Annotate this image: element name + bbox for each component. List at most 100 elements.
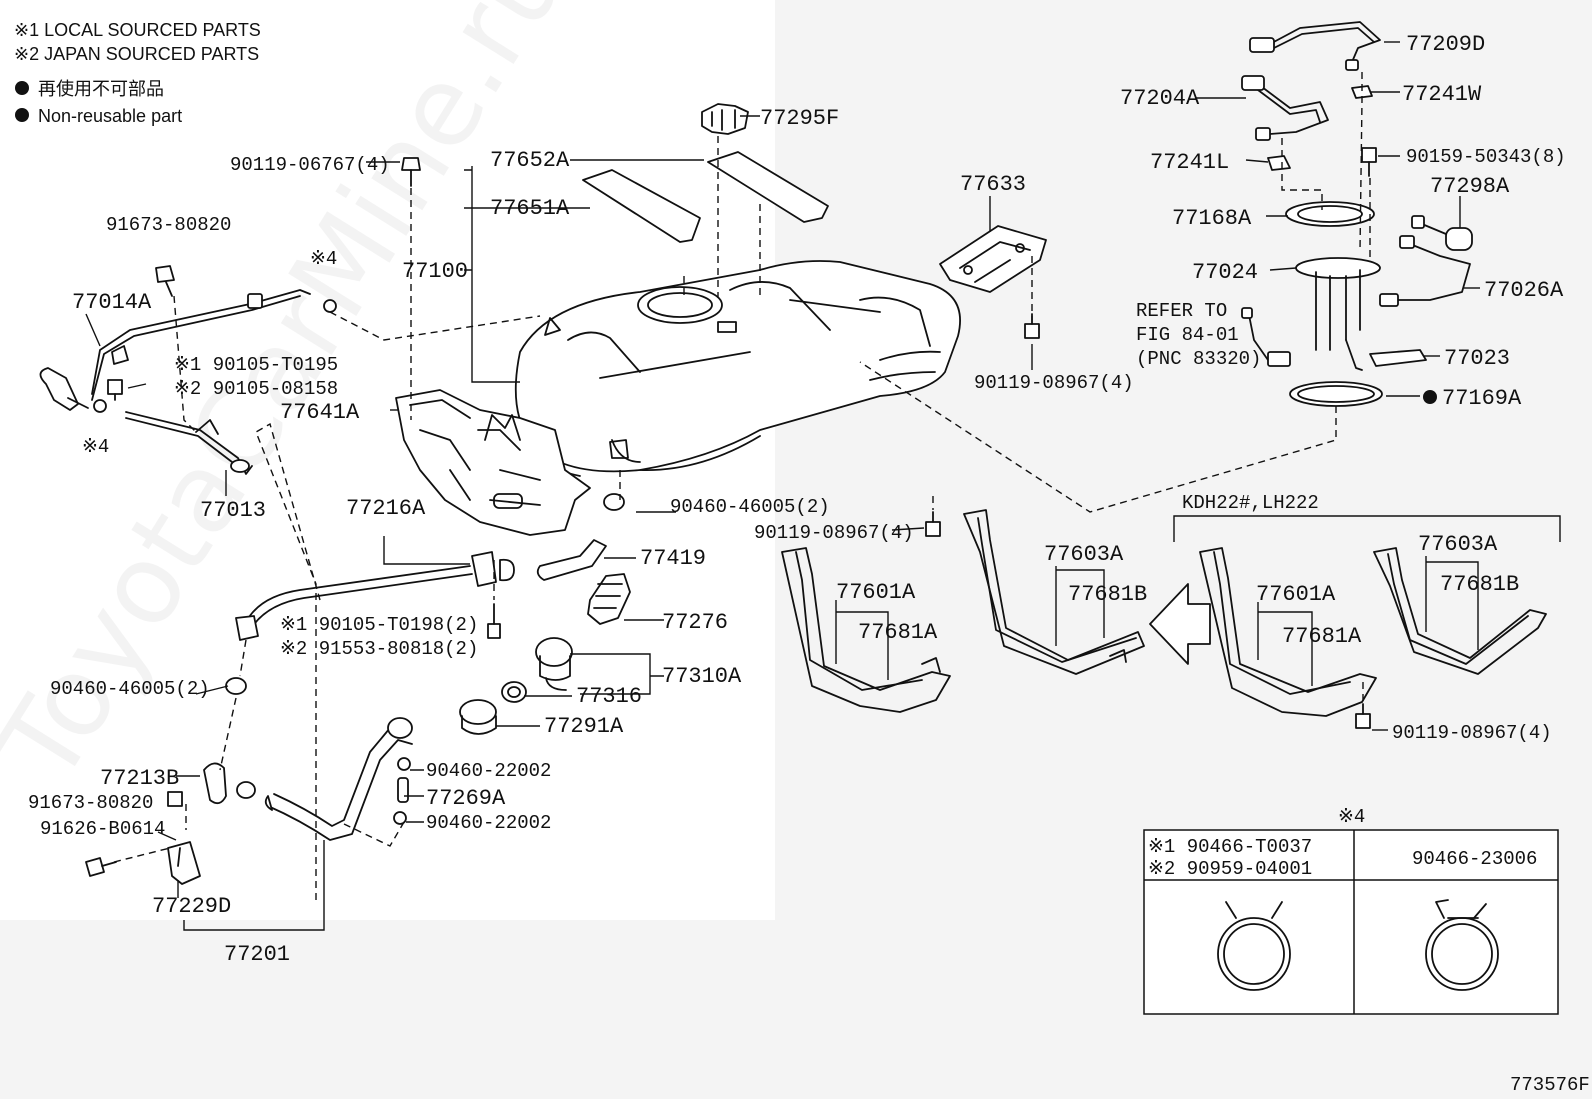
clamp-table-title: ※4 xyxy=(1338,806,1365,828)
band-77603A-right xyxy=(1373,547,1547,675)
bolt-icon xyxy=(107,379,123,401)
bolt-icon xyxy=(1024,313,1040,339)
clamp-90460-46005 xyxy=(225,677,247,695)
note-local-sourced: ※1 LOCAL SOURCED PARTS xyxy=(14,20,261,40)
label-77316: 77316 xyxy=(576,684,642,709)
label-90159-50343: 90159-50343(8) xyxy=(1406,146,1566,168)
bolt-icon xyxy=(85,857,117,877)
hose-77213B xyxy=(203,762,227,805)
label-77681B: 77681B xyxy=(1068,582,1147,607)
gasket-77169A xyxy=(1289,381,1383,407)
band-77603A-left xyxy=(963,509,1145,675)
band-77601A-left xyxy=(781,547,951,713)
label-77100: 77100 xyxy=(402,259,468,284)
clamp-right-part: 90466-23006 xyxy=(1412,848,1537,870)
bullet-icon xyxy=(15,81,29,95)
label-77298A: 77298A xyxy=(1430,174,1510,199)
label-91553-80818: ※2 91553-80818(2) xyxy=(280,638,478,660)
fuel-tank-77100 xyxy=(514,260,961,477)
connector-77298A xyxy=(1411,215,1473,251)
label-77168A: 77168A xyxy=(1172,206,1252,231)
label-77603A: 77603A xyxy=(1044,542,1124,567)
dashed-lines xyxy=(113,72,1371,900)
label-77641A: 77641A xyxy=(280,400,360,425)
hose-77419 xyxy=(536,539,607,581)
label-77269A: 77269A xyxy=(426,786,506,811)
label-x4: ※4 xyxy=(310,248,337,270)
breather-tube-77216A xyxy=(235,551,515,641)
label-77603A: 77603A xyxy=(1418,532,1498,557)
label-77310A: 77310A xyxy=(662,664,742,689)
label-90460-46005: 90460-46005(2) xyxy=(50,678,210,700)
clamp-77241L xyxy=(1267,155,1291,171)
figure-id: 773576F xyxy=(1510,1074,1590,1096)
clamps xyxy=(93,299,625,825)
label-77601A: 77601A xyxy=(1256,582,1336,607)
bolt-icon xyxy=(1355,703,1371,729)
hose-77276 xyxy=(587,573,631,625)
label-90119-06767: 90119-06767(4) xyxy=(230,154,390,176)
label-77295F: 77295F xyxy=(760,106,839,131)
label-77419: 77419 xyxy=(640,546,706,571)
vent-tube-77014A xyxy=(39,289,311,411)
pad-77651A xyxy=(582,169,701,243)
bolt-icon xyxy=(167,791,183,807)
label-90105-T0195: ※1 90105-T0195 xyxy=(174,354,338,376)
label-77276: 77276 xyxy=(662,610,728,635)
label-77216A: 77216A xyxy=(346,496,426,521)
refer-line1: REFER TO xyxy=(1136,300,1227,322)
variant-bracket xyxy=(1173,515,1561,542)
bolt-icon xyxy=(487,603,501,639)
leader-lines xyxy=(85,41,1480,931)
pad-77652A xyxy=(707,151,829,223)
label-77241W: 77241W xyxy=(1402,82,1482,107)
label-90119-08967: 90119-08967(4) xyxy=(1392,722,1552,744)
label-77229D: 77229D xyxy=(152,894,231,919)
clamp-x4 xyxy=(93,399,107,413)
label-77681A: 77681A xyxy=(1282,624,1362,649)
label-77024: 77024 xyxy=(1192,260,1258,285)
bolts xyxy=(85,147,1377,877)
label-77681B: 77681B xyxy=(1440,572,1519,597)
label-91673-80820: 91673-80820 xyxy=(106,214,231,236)
label-77681A: 77681A xyxy=(858,620,938,645)
bolt-icon xyxy=(155,265,175,297)
label-90460-22002: 90460-22002 xyxy=(426,760,551,782)
label-77633: 77633 xyxy=(960,172,1026,197)
refer-line2: FIG 84-01 xyxy=(1136,324,1239,346)
label-91673-80820: 91673-80820 xyxy=(28,792,153,814)
label-90460-46005: 90460-46005(2) xyxy=(670,496,830,518)
clamp-90460-22002 xyxy=(397,757,411,771)
bullet-icon xyxy=(15,108,29,122)
vent-tube-77013 xyxy=(125,411,253,475)
tank-protector-77641A xyxy=(395,389,591,536)
nonreusable-bullet-icon xyxy=(1423,390,1437,404)
gasket-77316 xyxy=(501,681,527,703)
insulator-pads xyxy=(582,151,829,243)
label-77601A: 77601A xyxy=(836,580,916,605)
label-77204A: 77204A xyxy=(1120,86,1200,111)
filter-77023 xyxy=(1369,349,1427,367)
wire-harness-77209D xyxy=(1249,21,1381,71)
refer-component xyxy=(1241,307,1291,367)
note-nonreusable-jp: 再使用不可部品 xyxy=(38,79,164,99)
label-77651A: 77651A xyxy=(490,196,570,221)
note-japan-sourced: ※2 JAPAN SOURCED PARTS xyxy=(14,44,259,64)
clamp-left-line2: ※2 90959-04001 xyxy=(1148,858,1312,880)
label-77023: 77023 xyxy=(1444,346,1510,371)
bolt-icon xyxy=(401,157,421,187)
wire-harness-77204A xyxy=(1241,75,1329,141)
clamp-90460-46005 xyxy=(603,493,625,511)
bracket-77633 xyxy=(939,225,1047,293)
hose-77269A xyxy=(397,777,409,803)
clamp-90460-22002 xyxy=(393,811,407,825)
label-90105-T0198: ※1 90105-T0198(2) xyxy=(280,614,478,636)
label-90105-08158: ※2 90105-08158 xyxy=(174,378,338,400)
arrow-left-icon xyxy=(1149,583,1211,665)
clamp-table: ※4 ※1 90466-T0037 ※2 90959-04001 90466-2… xyxy=(1143,806,1559,1015)
note-nonreusable-en: Non-reusable part xyxy=(38,106,182,126)
label-77169A: 77169A xyxy=(1442,386,1522,411)
refer-line3: (PNC 83320) xyxy=(1136,348,1261,370)
label-77241L: 77241L xyxy=(1150,150,1229,175)
